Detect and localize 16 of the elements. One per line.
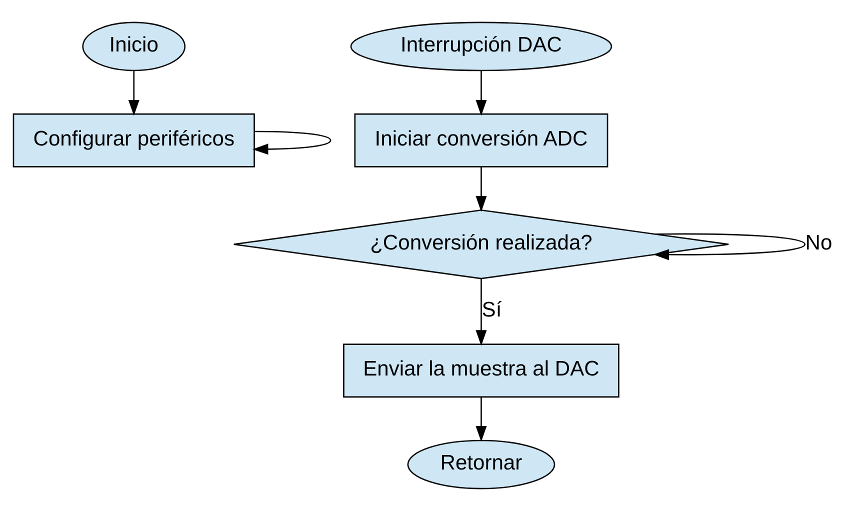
node-ellipse: Inicio	[82, 21, 186, 71]
arrow	[476, 396, 487, 442]
node-diamond: ¿Conversión realizada?	[233, 208, 730, 279]
arrow	[653, 232, 806, 260]
arrow	[476, 278, 487, 346]
node-box: Enviar la muestra al DAC	[343, 343, 620, 398]
edge-label: Sí	[482, 298, 502, 321]
arrow	[476, 166, 487, 212]
arrow	[476, 70, 487, 116]
node-ellipse: Retornar	[407, 439, 556, 489]
node-box: Configurar periféricos	[12, 112, 255, 167]
node-box: Iniciar conversión ADC	[354, 112, 608, 167]
node-ellipse: Interrupción DAC	[350, 21, 612, 71]
arrow	[252, 130, 332, 154]
edge-label: No	[805, 230, 832, 254]
arrow	[128, 70, 140, 116]
